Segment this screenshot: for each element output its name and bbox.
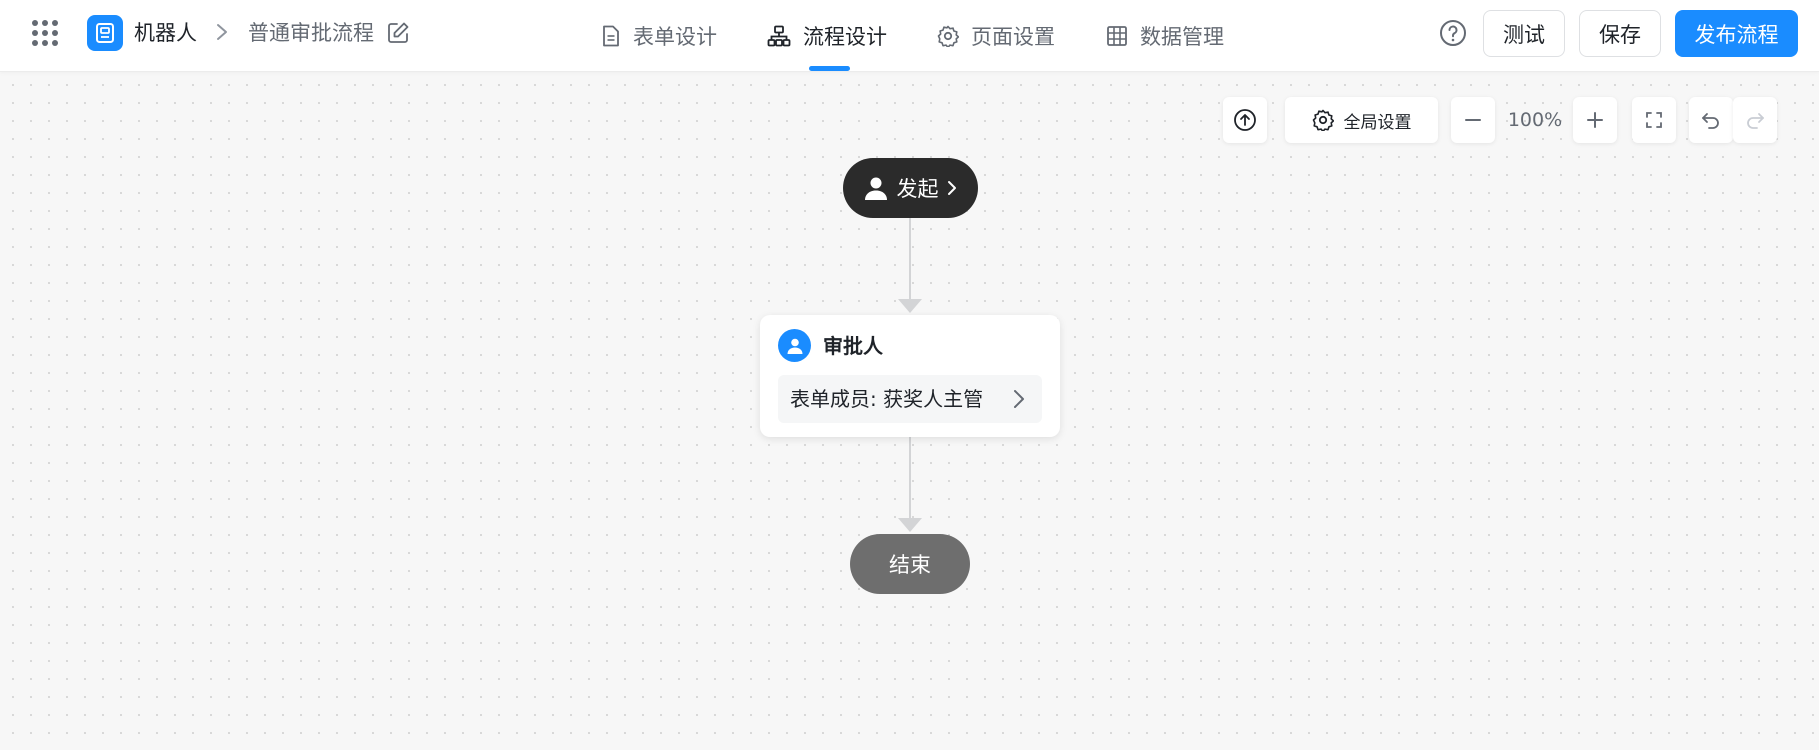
plus-icon bbox=[1587, 112, 1603, 128]
user-icon bbox=[864, 177, 887, 200]
end-node: 结束 bbox=[850, 534, 970, 594]
start-node-label: 发起 bbox=[896, 177, 939, 201]
document-icon bbox=[603, 25, 619, 47]
gear-icon bbox=[1312, 109, 1334, 131]
save-button[interactable]: 保存 bbox=[1579, 10, 1661, 57]
tab-data-management-label: 数据管理 bbox=[1140, 25, 1224, 49]
approver-user-icon bbox=[778, 329, 811, 362]
fullscreen-button[interactable] bbox=[1632, 97, 1676, 143]
start-node[interactable]: 发起 bbox=[843, 158, 978, 218]
approver-detail[interactable]: 表单成员: 获奖人主管 bbox=[778, 375, 1042, 423]
connector-line bbox=[909, 437, 911, 519]
global-settings-label: 全局设置 bbox=[1343, 112, 1412, 133]
zoom-in-button[interactable] bbox=[1573, 97, 1617, 143]
fullscreen-icon bbox=[1646, 112, 1662, 128]
help-icon[interactable] bbox=[1439, 19, 1467, 47]
zoom-out-button[interactable] bbox=[1451, 97, 1495, 143]
upload-button[interactable] bbox=[1223, 97, 1267, 143]
arrow-up-circle-icon bbox=[1234, 109, 1256, 131]
redo-button[interactable] bbox=[1733, 97, 1777, 143]
app-grid-icon[interactable] bbox=[32, 20, 58, 46]
publish-button[interactable]: 发布流程 bbox=[1675, 10, 1798, 57]
gear-icon bbox=[937, 25, 959, 47]
end-node-label: 结束 bbox=[889, 553, 931, 577]
tab-form-design-label: 表单设计 bbox=[633, 25, 717, 49]
connector-arrow bbox=[898, 518, 922, 532]
approver-detail-text: 表单成员: 获奖人主管 bbox=[790, 387, 984, 411]
test-button[interactable]: 测试 bbox=[1483, 10, 1565, 57]
connector-arrow bbox=[898, 299, 922, 313]
active-tab-indicator bbox=[809, 66, 850, 71]
edit-icon[interactable] bbox=[386, 21, 410, 45]
chevron-right-icon bbox=[947, 181, 956, 195]
app-logo-icon bbox=[87, 15, 123, 51]
tab-form-design[interactable]: 表单设计 bbox=[601, 0, 717, 72]
breadcrumb-current: 普通审批流程 bbox=[248, 21, 374, 45]
table-grid-icon bbox=[1107, 26, 1127, 46]
approver-node[interactable]: 审批人 表单成员: 获奖人主管 bbox=[760, 315, 1060, 437]
connector-line bbox=[909, 218, 911, 300]
zoom-level: 100% bbox=[1507, 109, 1563, 131]
redo-icon bbox=[1747, 113, 1764, 129]
top-bar: 机器人 普通审批流程 表单设计 流程设计 页面设置 bbox=[0, 0, 1819, 72]
undo-button[interactable] bbox=[1689, 97, 1733, 143]
approver-title: 审批人 bbox=[823, 334, 883, 358]
undo-icon bbox=[1702, 113, 1719, 129]
chevron-right-icon bbox=[217, 24, 227, 40]
tab-page-settings[interactable]: 页面设置 bbox=[937, 0, 1055, 72]
chevron-right-icon bbox=[1014, 390, 1024, 408]
global-settings-button[interactable]: 全局设置 bbox=[1285, 97, 1438, 143]
breadcrumb-root[interactable]: 机器人 bbox=[134, 21, 197, 45]
tab-flow-design-label: 流程设计 bbox=[803, 25, 887, 49]
minus-icon bbox=[1465, 119, 1481, 121]
flowchart-icon bbox=[767, 25, 791, 47]
tab-flow-design[interactable]: 流程设计 bbox=[767, 0, 887, 72]
tab-page-settings-label: 页面设置 bbox=[971, 25, 1055, 49]
tab-data-management[interactable]: 数据管理 bbox=[1106, 0, 1224, 72]
